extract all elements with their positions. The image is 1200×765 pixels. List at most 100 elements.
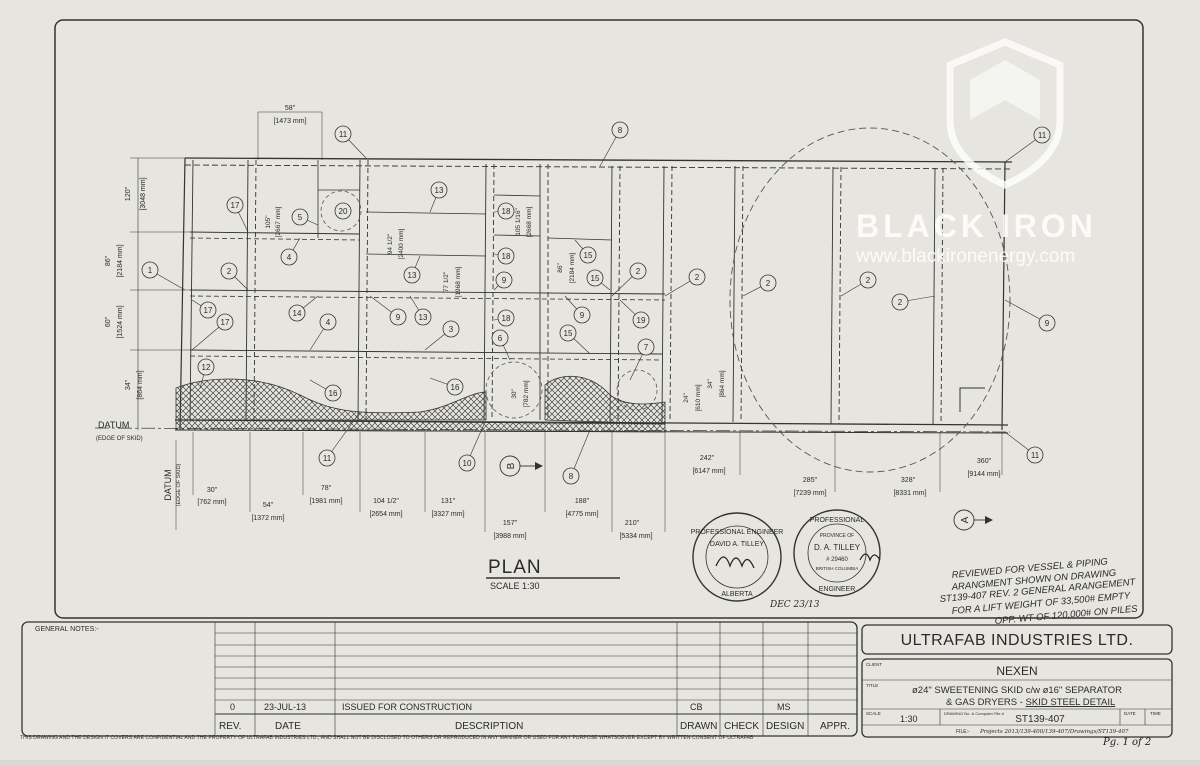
part-balloon-number: 19 xyxy=(637,316,646,325)
part-balloon: 18 xyxy=(493,247,515,265)
stamp2-name: D. A. TILLEY xyxy=(814,543,861,552)
dim-54: 54" xyxy=(263,502,274,509)
inner-dimensions: 105" [2667 mm] 94 1/2" [2400 mm] 77 1/2"… xyxy=(265,206,726,411)
part-balloon: 20 xyxy=(334,202,352,220)
dim-762: [762 mm] xyxy=(197,499,226,506)
dim-5334: [5334 mm] xyxy=(619,533,652,540)
stamp-date: DEC 23/13 xyxy=(769,600,820,610)
part-balloon-number: 18 xyxy=(502,207,511,216)
dim-2668: [2668 mm] xyxy=(526,206,533,237)
part-balloon: 2 xyxy=(220,262,249,291)
left-dimension-ladder xyxy=(130,157,190,430)
part-balloon: 3 xyxy=(424,320,460,351)
part-balloon-number: 9 xyxy=(1045,319,1050,328)
company-name: ULTRAFAB INDUSTRIES LTD. xyxy=(901,632,1134,649)
part-balloon: 5 xyxy=(291,208,319,226)
part-balloon: 17 xyxy=(191,313,234,351)
dim-1372: [1372 mm] xyxy=(251,515,284,522)
part-balloon: 2 xyxy=(891,293,936,311)
part-balloon: 4 xyxy=(280,237,301,266)
part-balloon-number: 8 xyxy=(569,472,574,481)
header-appr: APPR. xyxy=(820,721,850,732)
part-balloon-number: 7 xyxy=(644,343,649,352)
part-balloon: 13 xyxy=(429,181,448,213)
part-balloon: 15 xyxy=(559,324,591,355)
part-balloon: 10 xyxy=(458,421,486,472)
stamp2-top: PROFESSIONAL xyxy=(810,517,865,524)
plan-title: PLAN xyxy=(488,557,542,578)
dim-77-half: 77 1/2" xyxy=(443,271,450,292)
part-balloon-number: 2 xyxy=(227,267,232,276)
stamp2-region: BRITISH COLUMBIA xyxy=(816,566,859,571)
part-balloon-number: 9 xyxy=(396,313,401,322)
part-balloon: 17 xyxy=(191,299,217,319)
dim-2400: [2400 mm] xyxy=(398,228,405,259)
part-balloon-number: 11 xyxy=(1038,131,1047,140)
part-balloon: 15 xyxy=(574,239,597,264)
part-balloon-number: 6 xyxy=(498,334,503,343)
part-balloon: 2 xyxy=(664,268,706,297)
dim-782: [782 mm] xyxy=(523,380,530,407)
dim-58: 58" xyxy=(285,105,296,112)
client-name: NEXEN xyxy=(996,664,1037,678)
dim-360: 360" xyxy=(977,458,992,465)
part-balloon-number: 2 xyxy=(866,276,871,285)
left-dimensions: 120" [3048 mm] 86" [2184 mm] 60" [1524 m… xyxy=(105,177,147,399)
dim-9144: [9144 mm] xyxy=(967,471,1000,478)
dim-3327: [3327 mm] xyxy=(431,511,464,518)
section-cut-arrow xyxy=(959,387,985,412)
datum-label: DATUM xyxy=(98,420,129,430)
part-balloon-number: 12 xyxy=(202,363,211,372)
dim-30: 30" xyxy=(207,487,218,494)
datum-sub-label: (EDGE OF SKID) xyxy=(96,436,143,442)
part-balloon: 16 xyxy=(309,379,342,402)
dim-2184: [2184 mm] xyxy=(117,244,124,277)
dim-34: 34" xyxy=(125,379,132,390)
datum-line xyxy=(94,427,1011,433)
part-balloon: 4 xyxy=(309,313,337,351)
watermark-shield-logo xyxy=(946,38,1064,189)
drawing-number: ST139-407 xyxy=(1015,714,1065,725)
header-drawn: DRAWN xyxy=(680,721,717,732)
part-balloon: 2 xyxy=(742,274,777,297)
header-check: CHECK xyxy=(724,721,759,732)
part-balloon-number: 13 xyxy=(435,186,444,195)
rev-drawn: CB xyxy=(690,702,703,712)
dim-86: 86" xyxy=(105,255,112,266)
bottom-dimensions: 30" [762 mm] 54" [1372 mm] 78" [1981 mm]… xyxy=(197,455,1000,540)
dim-6147: [6147 mm] xyxy=(692,468,725,475)
dim-3048: [3048 mm] xyxy=(140,177,147,210)
stamp1-signature xyxy=(715,556,755,569)
title-block xyxy=(861,658,1173,738)
part-balloon-number: 13 xyxy=(419,313,428,322)
dim-328: 328" xyxy=(901,477,916,484)
part-balloon-number: 15 xyxy=(591,274,600,283)
dim-78: 78" xyxy=(321,485,332,492)
title-label: TITLE xyxy=(866,683,878,688)
rev-design: MS xyxy=(777,702,791,712)
grating-right xyxy=(544,375,666,425)
confidential-note: THIS DRAWING AND THE DESIGN IT COVERS AR… xyxy=(20,735,754,741)
part-balloon-number: 15 xyxy=(564,329,573,338)
part-balloon-number: 18 xyxy=(502,252,511,261)
part-balloon-number: 13 xyxy=(408,271,417,280)
part-balloon-number: 9 xyxy=(580,311,585,320)
dim-4775: [4775 mm] xyxy=(565,511,598,518)
part-balloon-number: 16 xyxy=(329,389,338,398)
dim-105: 105" xyxy=(265,215,272,229)
drawing-title-line1: ø24" SWEETENING SKID c/w ø16" SEPARATOR xyxy=(912,685,1122,696)
part-balloon: 8 xyxy=(562,429,591,485)
dim-3988: [3988 mm] xyxy=(493,533,526,540)
part-balloon-number: 10 xyxy=(463,459,472,468)
dim-285: 285" xyxy=(803,477,818,484)
top-dimension: 58" [1473 mm] xyxy=(257,105,323,160)
dim-157: 157" xyxy=(503,520,518,527)
dim-2654: [2654 mm] xyxy=(369,511,402,518)
dim-34-inner: 34" xyxy=(707,379,714,389)
part-balloon: 13 xyxy=(403,255,421,284)
dim-188: 188" xyxy=(575,498,590,505)
part-balloon-number: 16 xyxy=(451,383,460,392)
part-balloon: 9 xyxy=(564,295,591,324)
